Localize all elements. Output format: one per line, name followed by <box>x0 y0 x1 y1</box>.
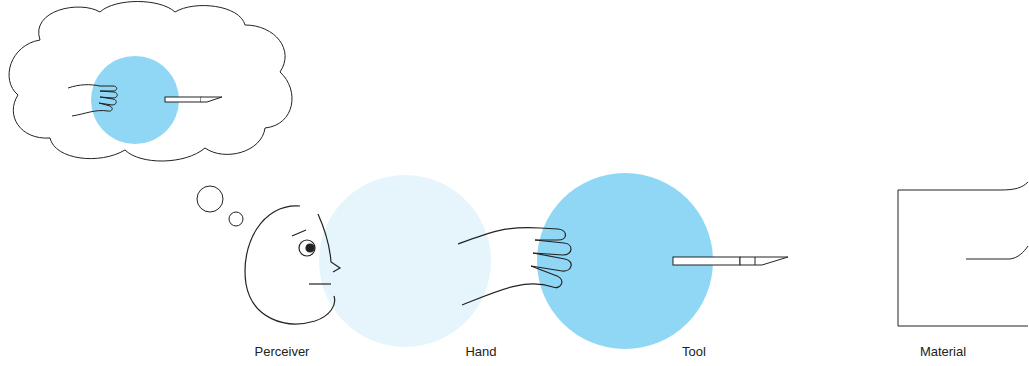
hand <box>458 228 571 305</box>
perceiver-face <box>245 206 340 324</box>
part-label: Hand <box>465 344 496 360</box>
part-label: Tool <box>682 344 706 360</box>
imagined-hand <box>68 85 117 116</box>
material-sheet <box>898 182 1028 326</box>
thought-cloud <box>9 2 292 162</box>
scalpel <box>673 257 788 265</box>
imagined-tool <box>165 97 222 102</box>
part-label: Material <box>920 344 966 360</box>
thought-bubble <box>197 186 223 212</box>
perception-zone <box>319 175 491 347</box>
part-label: Perceiver <box>255 344 310 360</box>
thought-bubble <box>229 212 243 226</box>
